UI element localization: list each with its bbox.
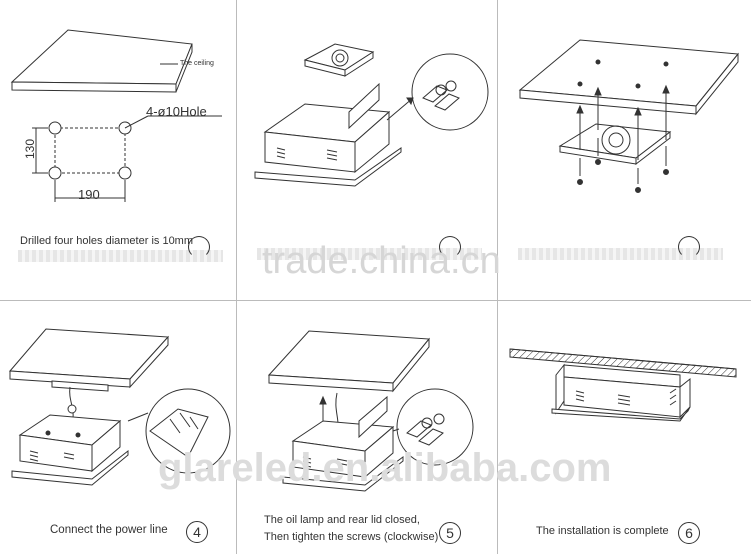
divider-horizontal (0, 300, 751, 301)
step-1-caption: Drilled four holes diameter is 10mm (20, 235, 194, 247)
step-2-panel (237, 0, 497, 300)
ceiling-label: The ceiling (180, 60, 214, 67)
step-5-drawing (267, 330, 474, 492)
step-3-number (678, 236, 700, 258)
dimension-height: 130 (23, 138, 38, 160)
step-5-number: 5 (439, 522, 461, 544)
step-3-drawing (518, 39, 739, 193)
hole-size-label: 4-ø10Hole (146, 104, 207, 119)
step-4-panel: Connect the power line 4 (0, 301, 236, 554)
step-1-drawing (10, 29, 222, 202)
divider-vertical-2 (497, 0, 498, 554)
step-5-panel: The oil lamp and rear lid closed, Then t… (237, 301, 497, 554)
step-4-number: 4 (186, 521, 208, 543)
step-4-caption: Connect the power line (50, 524, 168, 536)
watermark-glareled: glareled.en.alibaba.com (158, 446, 612, 490)
step-6-caption: The installation is complete (536, 525, 669, 537)
divider-vertical-1 (236, 0, 237, 554)
dimension-width: 190 (78, 187, 100, 202)
watermark-trade-china: trade.china.cn (262, 240, 501, 282)
step-6-drawing (509, 348, 737, 422)
blurred-text (257, 248, 482, 260)
step-1-panel: The ceiling 4-ø10Hole 130 190 Drilled fo… (0, 0, 236, 300)
step-1-number (188, 236, 210, 258)
step-2-drawing (254, 43, 489, 187)
step-6-panel: The installation is complete 6 (498, 301, 751, 554)
step-6-number: 6 (678, 522, 700, 544)
step-5-caption-line-1: The oil lamp and rear lid closed, (264, 514, 420, 526)
blurred-text (18, 250, 223, 262)
step-2-number (439, 236, 461, 258)
step-3-panel (498, 0, 751, 300)
step-5-caption-line-2: Then tighten the screws (clockwise) (264, 531, 439, 543)
step-4-drawing (8, 328, 231, 486)
blurred-text (518, 248, 723, 260)
